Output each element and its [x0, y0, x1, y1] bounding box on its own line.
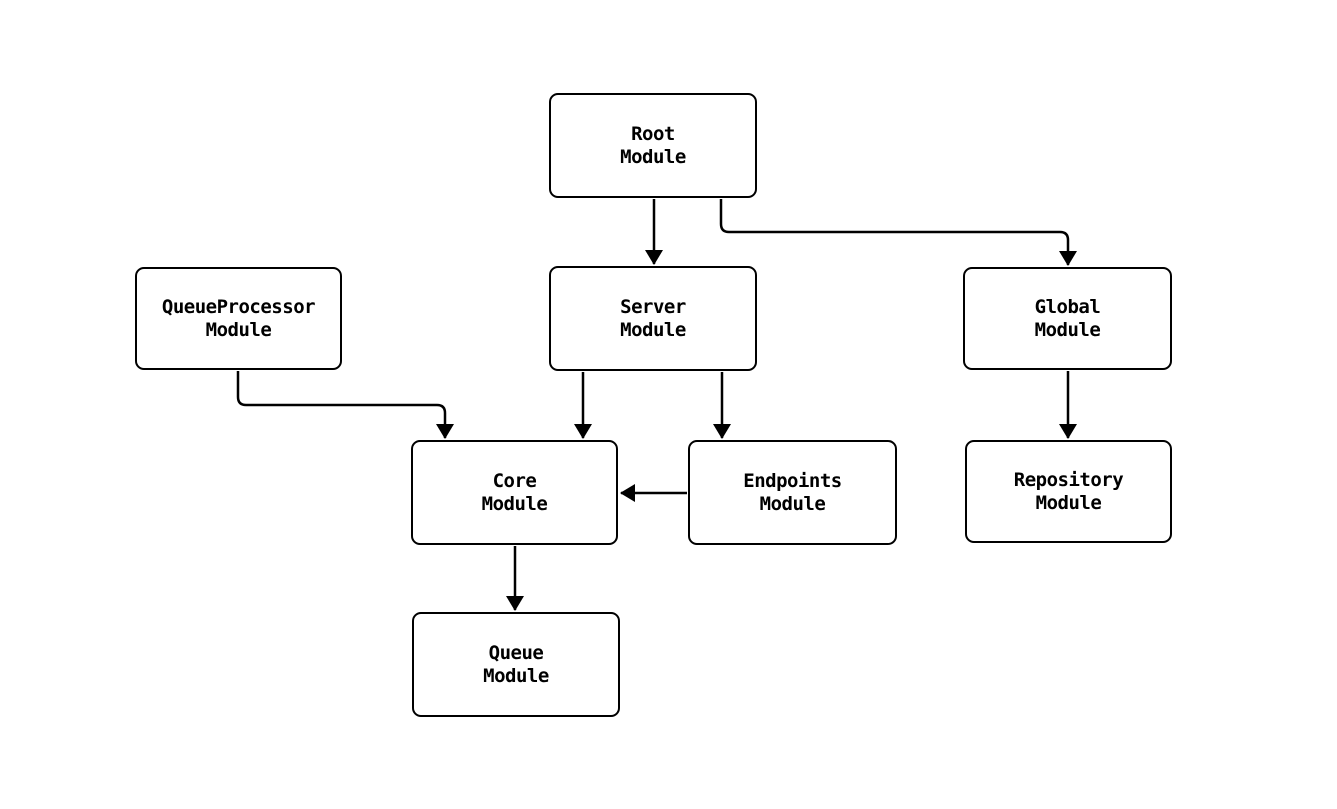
- node-queue-module: Queue Module: [412, 612, 620, 717]
- node-endpoints-module-label: Endpoints Module: [743, 469, 842, 515]
- node-core-module-label: Core Module: [481, 469, 548, 515]
- node-server-module: Server Module: [549, 266, 757, 371]
- node-queueprocessor-module: QueueProcessor Module: [135, 267, 342, 370]
- edge-queueprocessor-to-core: [236, 371, 454, 439]
- edge-root-to-global: [719, 199, 1077, 266]
- node-core-module: Core Module: [411, 440, 618, 545]
- node-root-module: Root Module: [549, 93, 757, 198]
- node-global-module: Global Module: [963, 267, 1172, 370]
- node-server-module-label: Server Module: [620, 295, 686, 341]
- node-queueprocessor-module-label: QueueProcessor Module: [161, 295, 316, 341]
- node-endpoints-module: Endpoints Module: [688, 440, 897, 545]
- node-root-module-label: Root Module: [620, 122, 686, 168]
- node-repository-module: Repository Module: [965, 440, 1172, 543]
- node-global-module-label: Global Module: [1034, 295, 1101, 341]
- node-repository-module-label: Repository Module: [1013, 468, 1124, 514]
- node-queue-module-label: Queue Module: [483, 641, 549, 687]
